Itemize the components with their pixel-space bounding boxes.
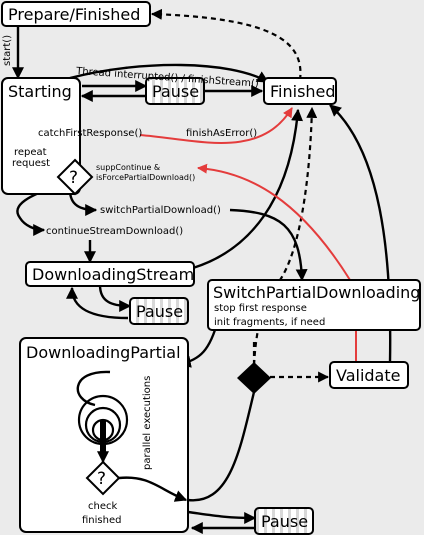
- check-line2: finished: [82, 515, 121, 526]
- parallel-loop-outer: [76, 370, 111, 407]
- edge-check-out: [118, 476, 188, 502]
- state-pause-top-label: Pause: [152, 82, 199, 101]
- catch-first-response-label: catchFirstResponse(): [38, 128, 142, 139]
- finish-as-error-label: finishAsError(): [186, 128, 257, 139]
- state-pause-mid-label: Pause: [136, 302, 183, 321]
- merge-diamond: [237, 362, 271, 394]
- repeat-line2: request: [12, 158, 50, 169]
- state-validate[interactable]: Validate: [329, 361, 409, 389]
- supp-line1: suppContinue &: [96, 163, 160, 172]
- continue-stream-call-label: continueStreamDownload(): [46, 226, 183, 237]
- state-prepare-finished[interactable]: Prepare/Finished: [1, 1, 151, 27]
- state-validate-label: Validate: [336, 366, 400, 385]
- switch-partial-line1: stop first response: [214, 303, 307, 314]
- check-line1: check: [88, 501, 117, 512]
- edge-pause-stream: [66, 286, 129, 320]
- edge-finish-as-error: [139, 107, 293, 144]
- decision-check: [85, 460, 121, 496]
- state-finished-label: Finished: [270, 82, 336, 101]
- edge-stream-pause: [98, 284, 132, 312]
- parallel-executions-label: parallel executions: [142, 376, 153, 470]
- state-downloading-stream[interactable]: DownloadingStream: [25, 261, 195, 287]
- start-label: start(): [2, 35, 13, 66]
- state-pause-top[interactable]: Pause: [145, 77, 205, 105]
- state-switch-partial-label: SwitchPartialDownloading: [213, 283, 420, 302]
- decision-check-mark: ?: [97, 469, 106, 489]
- connectors: [10, 8, 392, 534]
- edge-to-switch-state: [229, 208, 308, 282]
- state-starting[interactable]: Starting: [1, 77, 81, 195]
- edge-finished-to-prepare: [150, 8, 302, 81]
- state-switch-partial[interactable]: SwitchPartialDownloading stop first resp…: [207, 279, 421, 331]
- repeat-request-loop: repeat request: [12, 147, 50, 169]
- edge-error-back: [197, 163, 351, 281]
- edge-partial-diamond: [187, 391, 256, 502]
- state-pause-bottom-label: Pause: [261, 512, 308, 531]
- state-finished[interactable]: Finished: [263, 77, 337, 105]
- fork-bar: [100, 420, 106, 454]
- decision-starting: ?: [56, 158, 94, 196]
- edge-stream-finished: [192, 108, 304, 270]
- edge-partial-pause: [187, 510, 257, 524]
- supp-line2: isForcePartialDownload(): [96, 173, 195, 182]
- repeat-line1: repeat: [14, 147, 47, 158]
- switch-partial-call-label: switchPartialDownload(): [100, 205, 221, 216]
- switch-partial-line2: init fragments, if need: [214, 317, 325, 328]
- decision-starting-mark: ?: [69, 168, 78, 188]
- state-prepare-finished-label: Prepare/Finished: [8, 5, 140, 24]
- state-downloading-stream-label: DownloadingStream: [32, 265, 194, 284]
- state-starting-label: Starting: [8, 82, 72, 101]
- edge-interrupted: [69, 63, 270, 84]
- state-pause-bottom[interactable]: Pause: [254, 507, 314, 535]
- partial-inner: ? check finished parallel executions: [76, 370, 188, 526]
- state-downloading-partial-label: DownloadingPartial: [26, 343, 181, 362]
- state-pause-mid[interactable]: Pause: [129, 297, 189, 325]
